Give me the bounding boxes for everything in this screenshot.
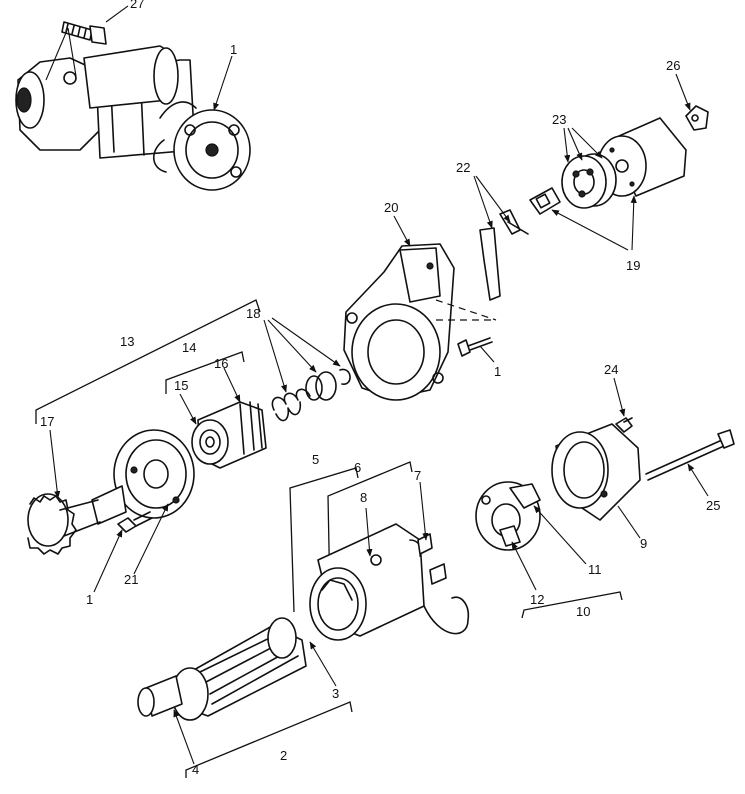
callout-7: 7	[414, 468, 421, 483]
clutch-15-16	[191, 401, 267, 469]
callout-1-housing: 1	[494, 364, 501, 379]
collar-18	[305, 371, 337, 401]
bolt-24	[615, 417, 633, 433]
callout-27: 27	[130, 0, 144, 11]
drive-housing-20	[343, 243, 455, 401]
callout-6: 6	[354, 460, 361, 475]
callout-19: 19	[626, 258, 640, 273]
bolt-1-housing	[457, 337, 493, 357]
callout-10: 10	[576, 604, 590, 619]
callout-15: 15	[174, 378, 188, 393]
callout-24: 24	[604, 362, 618, 377]
spring-18	[271, 388, 311, 422]
callout-21: 21	[124, 572, 138, 587]
callout-4: 4	[192, 762, 199, 777]
brush-holder	[475, 481, 541, 551]
armature	[137, 617, 307, 721]
callout-14: 14	[182, 340, 196, 355]
callout-26: 26	[666, 58, 680, 73]
callout-11: 11	[588, 562, 602, 577]
plunger-19	[529, 187, 561, 215]
bracket-13	[35, 299, 261, 424]
bracket-14	[165, 351, 245, 394]
callout-1-lower: 1	[86, 592, 93, 607]
callout-23: 23	[552, 112, 566, 127]
clip-22	[479, 209, 529, 301]
through-bolt-25	[645, 429, 735, 481]
snap-ring-18	[339, 368, 351, 385]
field-frame	[309, 523, 470, 641]
bracket-2	[185, 701, 353, 778]
callout-1-top: 1	[230, 42, 237, 57]
nut-26	[685, 105, 709, 131]
pinion-gear-17	[27, 485, 127, 555]
bracket-5	[289, 467, 359, 613]
solenoid-disc-23	[561, 153, 617, 209]
callout-18: 18	[246, 306, 260, 321]
callout-25: 25	[706, 498, 720, 513]
bolt-27	[61, 21, 107, 45]
callout-2: 2	[280, 748, 287, 763]
bolt-1-lower	[117, 511, 153, 533]
callout-17: 17	[40, 414, 54, 429]
callout-22: 22	[456, 160, 470, 175]
end-cover-9	[551, 423, 641, 521]
callout-3: 3	[332, 686, 339, 701]
callout-5: 5	[312, 452, 319, 467]
assembled-starter	[15, 45, 251, 191]
callout-8: 8	[360, 490, 367, 505]
plate-21	[113, 429, 195, 519]
bracket-10	[521, 591, 623, 619]
bracket-6	[327, 461, 413, 601]
callout-20: 20	[384, 200, 398, 215]
callout-9: 9	[640, 536, 647, 551]
callout-16: 16	[214, 356, 228, 371]
callout-13: 13	[120, 334, 134, 349]
callout-12: 12	[530, 592, 544, 607]
